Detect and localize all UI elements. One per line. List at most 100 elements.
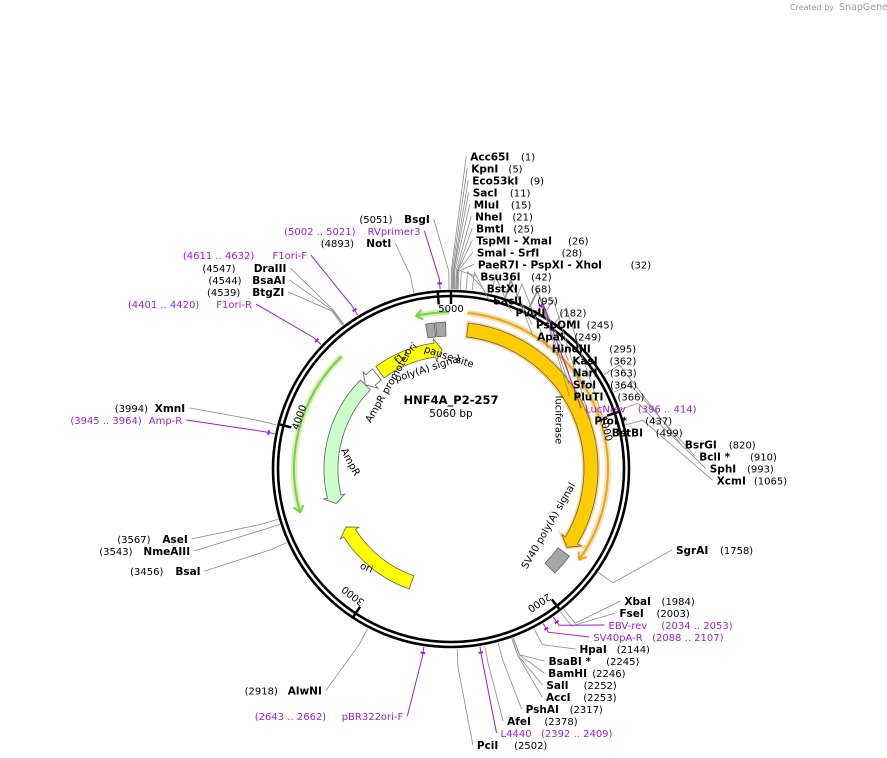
leader-mlui [453,204,471,290]
enzyme-pos-kpni: (5) [508,164,522,175]
enzyme-pos-sfoi: (364) [610,380,637,391]
primer-mark-pbr322ori-f [420,651,426,655]
leader-bsai [204,542,287,572]
primer-mark-amp-r [267,430,271,435]
leader-rvprimer3 [423,230,441,290]
enzyme-name-btgzi: BtgZI [252,287,284,299]
enzyme-pos-apai: (249) [574,332,601,343]
enzyme-name-eco53ki: Eco53kI [472,175,518,187]
leader-draiii [290,267,345,325]
brand-snapgene: SnapGene [839,2,887,13]
enzyme-name-smai-srfi: SmaI - SrfI [477,247,539,259]
leader-nmeaiii [193,524,280,552]
enzyme-name-sphi: SphI [710,463,736,475]
enzyme-name-sali: SalI [546,680,568,692]
enzyme-name-saci: SacI [473,187,498,199]
feature-poly-a-signal [425,322,437,339]
leader-bamhi [512,637,545,674]
enzyme-name-pspomi: PspOMI [536,319,581,331]
leader-apai [505,279,534,337]
leader-eco53ki [452,180,469,290]
feature-ori [339,526,415,590]
enzyme-pos-acci: (2253) [583,693,616,704]
feature-sv40-poly-a-signal [544,547,570,574]
enzyme-name-acci: AccI [546,692,570,704]
primer-name-f1ori-f: F1ori-F [273,251,308,262]
enzyme-name-pfoi: PfoI * [594,415,627,427]
enzyme-pos-acc65i: (1) [521,152,535,163]
leader-bstbi [555,306,609,433]
enzyme-name-paer7i-pspxi-xhoi: PaeR7I - PspXI - XhoI [478,259,602,271]
primer-name-rvprimer3: RVprimer3 [368,227,421,238]
leader-btgzi [288,291,343,326]
enzyme-name-nari: NarI [573,367,598,379]
enzyme-name-kpni: KpnI [471,163,498,175]
leader-pshai [497,642,522,710]
enzyme-pos-alwni: (2918) [245,687,278,698]
leader-bsgi [433,218,450,290]
enzyme-name-pvuii: PvuII [516,307,546,319]
site-labels: Acc65I(1)KpnI(5)Eco53kI(9)SacI(11)MluI(1… [70,151,787,752]
leader-bsu36i [459,270,477,290]
enzyme-name-bsaai: BsaAI [252,275,285,287]
indicator-arc-2 [293,355,343,513]
enzyme-name-sfoi: SfoI [573,379,596,391]
primer-mark-f1ori-f [352,307,358,313]
leader-fsei [560,611,616,627]
feature-luciferase [466,322,599,548]
leader-afei [484,645,504,722]
feature-label-ori: ori [358,561,374,576]
primer-range-f1ori-r: (4401 .. 4420) [128,300,200,311]
leader-hpai [533,628,576,650]
indicator-arc-1 [467,311,609,561]
leader-noti [394,242,415,293]
leader-pluti [529,290,570,397]
enzyme-name-apai: ApaI [537,331,564,343]
primer-range-lucnrev: (396 .. 414) [638,404,697,415]
enzyme-pos-kasi: (362) [610,356,637,367]
leader-asei [191,518,279,540]
enzyme-pos-bsabi: (2245) [606,657,639,668]
enzyme-name-bsai: BsaI [175,566,200,578]
enzyme-name-bsu36i: Bsu36I [480,271,520,283]
enzyme-pos-sphi: (993) [747,464,774,475]
enzyme-pos-hindiii: (295) [609,344,636,355]
enzyme-pos-bmti: (25) [513,224,534,235]
enzyme-name-draiii: DraIII [254,263,287,275]
enzyme-name-bcli: BclI * [699,451,730,463]
plasmid-length: 5060 bp [429,408,473,420]
enzyme-pos-bcli: (910) [750,452,777,463]
enzyme-pos-bsai: (3456) [130,567,163,578]
enzyme-pos-saci: (11) [510,188,531,199]
enzyme-pos-bstbi: (499) [656,428,683,439]
primer-name-pbr322ori-f: pBR322ori-F [342,712,404,723]
enzyme-name-xcmi: XcmI [717,475,746,487]
enzyme-name-acc65i: Acc65I [470,151,509,163]
tick-mark-5000 [436,290,440,305]
enzyme-name-alwni: AlwNI [288,686,322,698]
enzyme-pos-pcii: (2502) [514,741,547,752]
primer-mark-l4440 [478,651,484,654]
enzyme-name-tspmi-xmai: TspMI - XmaI [476,235,552,247]
leader-pcii [456,648,474,746]
primer-name-sv40pa-r: SV40pA-R [593,633,642,644]
enzyme-pos-xbai: (1984) [662,597,695,608]
leader-xmni [189,407,277,426]
leader-xbai [563,600,621,624]
feature-label-ampr: AmpR [338,447,362,479]
enzyme-pos-bsrgi: (820) [729,440,756,451]
leader-paer7i-pspxi-xhoi [457,263,475,290]
plasmid-name: HNF4A_P2-257 [404,393,499,408]
feature-pause-site [435,321,447,338]
leader-acci [511,638,543,698]
primer-range-ebv-rev: (2034 .. 2053) [661,621,733,632]
feature-label-luciferase: luciferase [552,396,563,445]
enzyme-name-noti: NotI [366,238,391,250]
enzyme-name-nmeaiii: NmeAIII [143,546,190,558]
enzyme-name-kasi: KasI [572,355,597,367]
feature-f1-ori [375,337,443,379]
leader-bcli [613,384,696,457]
leader-sfoi [529,289,570,385]
enzyme-pos-asei: (3567) [117,535,150,546]
